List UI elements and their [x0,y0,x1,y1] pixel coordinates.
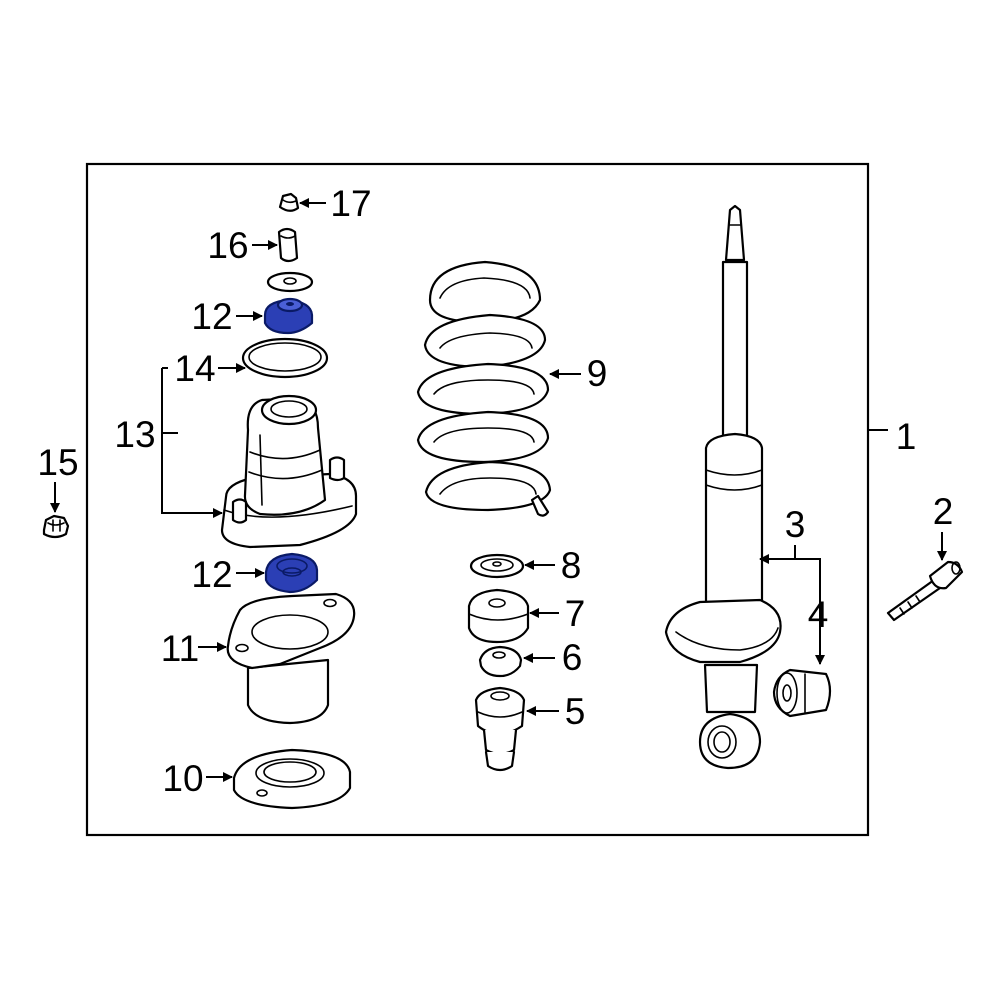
callout-9: 9 [587,353,608,394]
part-12-upper-bushing[interactable] [263,297,314,335]
callout-6: 6 [562,637,583,678]
callout-4: 4 [808,594,829,635]
callout-3: 3 [785,504,806,545]
callout-12-lower: 12 [191,554,232,595]
callout-7: 7 [565,593,586,634]
part-9-coil-spring[interactable] [416,260,552,517]
part-8-washer[interactable] [469,553,525,579]
callout-1: 1 [896,416,917,457]
callout-labels: 1 2 3 4 5 6 7 8 9 10 11 12 12 13 14 15 1… [37,183,953,799]
leader-13 [161,368,223,518]
part-14-ring[interactable] [241,337,329,379]
callout-14: 14 [174,348,215,389]
callout-10: 10 [162,758,203,799]
leader-lines [50,198,947,782]
part-6-cup[interactable] [478,645,523,678]
callout-11: 11 [161,628,199,669]
callout-13: 13 [114,414,155,455]
callout-15: 15 [37,442,78,483]
callout-12-upper: 12 [191,296,232,337]
part-2-bolt[interactable] [886,560,964,622]
part-16-sleeve[interactable] [277,227,299,263]
part-11-spring-seat[interactable] [226,592,356,725]
part-13-upper-mount[interactable] [220,394,358,549]
callout-8: 8 [561,545,582,586]
part-5-bump-stop[interactable] [474,686,526,772]
callout-17: 17 [330,183,371,224]
part-12-lower-bushing[interactable] [264,552,319,594]
part-15-nut[interactable] [42,514,70,539]
part-17-nut[interactable] [278,192,300,212]
leader-3 [759,545,796,564]
upper-washer[interactable] [266,271,314,293]
callout-2: 2 [933,491,954,532]
part-10-lower-pad[interactable] [232,748,352,810]
diagram-frame [85,162,870,837]
callout-5: 5 [565,691,586,732]
part-4-bushing[interactable] [772,668,832,718]
leader-3-4 [795,558,825,665]
part-7-bushing[interactable] [467,588,530,644]
part-1-strut[interactable] [664,204,782,770]
callout-16: 16 [207,225,248,266]
